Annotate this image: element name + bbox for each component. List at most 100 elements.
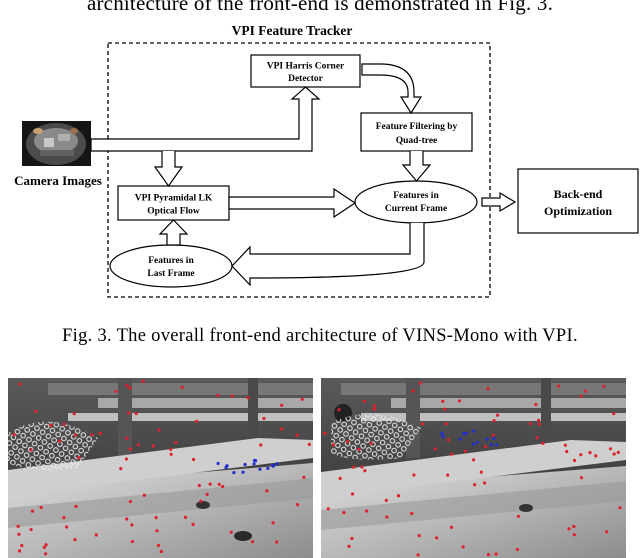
feature-point-blue bbox=[258, 467, 262, 471]
arrow-last-to-lk bbox=[158, 219, 189, 246]
feature-point-red bbox=[362, 399, 367, 403]
feature-filtering-label-2: Quad-tree bbox=[396, 136, 438, 146]
last-frame-label-2: Last Frame bbox=[147, 269, 194, 279]
feature-point-red bbox=[323, 431, 327, 435]
feature-point-red bbox=[412, 473, 416, 477]
backend-optimization-box bbox=[517, 168, 639, 234]
feature-point-red bbox=[472, 458, 476, 462]
feature-point-red bbox=[492, 419, 496, 423]
feature-point-red bbox=[130, 523, 134, 527]
feature-point-red bbox=[565, 449, 569, 454]
feature-point-red bbox=[605, 530, 609, 534]
feature-point-red bbox=[128, 386, 132, 390]
feature-point-red bbox=[39, 505, 43, 510]
feature-point-red bbox=[435, 536, 439, 540]
feature-point-red bbox=[594, 454, 598, 458]
feature-point-blue bbox=[472, 429, 476, 433]
feature-point-red bbox=[151, 444, 155, 448]
arrow-current-to-backend bbox=[481, 191, 517, 213]
feature-point-blue bbox=[475, 440, 479, 444]
feature-point-red bbox=[449, 525, 454, 529]
feature-point-red bbox=[73, 433, 77, 437]
feature-point-red bbox=[130, 539, 135, 544]
feature-point-red bbox=[16, 524, 20, 528]
feature-point-red bbox=[94, 533, 98, 537]
feature-point-red bbox=[365, 509, 369, 513]
feature-point-red bbox=[42, 545, 47, 549]
feature-point-red bbox=[271, 521, 275, 525]
feature-point-red bbox=[463, 449, 467, 453]
feature-point-red bbox=[396, 494, 401, 498]
feature-point-blue bbox=[471, 442, 475, 446]
feature-point-red bbox=[20, 544, 24, 548]
feature-point-red bbox=[457, 399, 462, 403]
last-frame-label-1: Features in bbox=[148, 256, 194, 266]
feature-point-red bbox=[169, 447, 173, 451]
feature-point-red bbox=[141, 379, 145, 383]
feature-point-red bbox=[338, 476, 342, 480]
feature-point-blue bbox=[458, 437, 462, 441]
feature-point-red bbox=[125, 517, 129, 521]
feature-point-red bbox=[156, 543, 161, 548]
feature-point-red bbox=[216, 393, 220, 397]
feature-point-blue bbox=[241, 470, 245, 474]
feature-point-red bbox=[57, 439, 62, 443]
feature-point-red bbox=[372, 407, 376, 411]
feature-point-red bbox=[326, 507, 330, 511]
feature-point-red bbox=[62, 516, 66, 520]
feature-point-red bbox=[410, 511, 414, 516]
feature-point-red bbox=[357, 447, 361, 451]
feature-point-red bbox=[300, 397, 304, 401]
feature-point-red bbox=[205, 492, 209, 496]
backend-label-2: Optimization bbox=[544, 204, 612, 218]
feature-point-red bbox=[208, 482, 212, 486]
feature-point-red bbox=[124, 457, 129, 461]
feature-point-red bbox=[229, 530, 233, 534]
feature-point-red bbox=[496, 413, 500, 417]
feature-point-red bbox=[217, 482, 221, 486]
feature-point-red bbox=[584, 389, 588, 393]
feature-point-red bbox=[479, 470, 483, 474]
feature-point-red bbox=[491, 433, 495, 437]
feature-point-blue bbox=[464, 431, 468, 435]
feature-point-red bbox=[157, 428, 161, 432]
feature-point-red bbox=[535, 436, 539, 440]
feature-point-blue bbox=[440, 431, 444, 435]
harris-detector-label-2: Detector bbox=[288, 74, 324, 84]
feature-point-red bbox=[125, 436, 129, 440]
feature-point-red bbox=[128, 447, 132, 451]
feature-point-red bbox=[612, 452, 616, 456]
feature-point-red bbox=[618, 506, 622, 510]
feature-point-red bbox=[307, 442, 311, 446]
feature-point-red bbox=[588, 451, 592, 455]
feature-point-red bbox=[486, 553, 491, 557]
feature-point-red bbox=[369, 441, 373, 445]
feature-point-red bbox=[363, 469, 367, 473]
feature-point-red bbox=[18, 382, 22, 386]
feature-point-red bbox=[360, 465, 364, 469]
feature-point-red bbox=[494, 552, 498, 556]
feature-point-blue bbox=[232, 471, 236, 475]
feature-point-red bbox=[446, 473, 450, 477]
feature-point-red bbox=[230, 394, 234, 398]
feature-point-blue bbox=[492, 436, 496, 441]
feature-point-red bbox=[246, 396, 250, 400]
feature-point-blue bbox=[495, 443, 499, 447]
feature-point-red bbox=[29, 448, 33, 452]
feature-point-red bbox=[114, 389, 118, 393]
feature-point-red bbox=[128, 500, 132, 504]
feature-point-red bbox=[77, 456, 81, 460]
feature-point-red bbox=[537, 422, 541, 426]
feature-point-red bbox=[302, 475, 306, 479]
feature-point-blue bbox=[266, 466, 270, 470]
feature-point-red bbox=[572, 458, 577, 462]
feature-point-red bbox=[411, 389, 415, 393]
feature-point-red bbox=[342, 511, 346, 515]
feature-point-red bbox=[265, 489, 269, 493]
feature-point-red bbox=[446, 438, 451, 442]
feature-photo-right bbox=[321, 378, 626, 558]
feature-filtering-label-1: Feature Filtering by bbox=[376, 122, 458, 132]
feature-point-red bbox=[444, 422, 448, 426]
feature-point-red bbox=[417, 534, 421, 538]
top-text-line: architecture of the front-end is demonst… bbox=[86, 0, 554, 15]
